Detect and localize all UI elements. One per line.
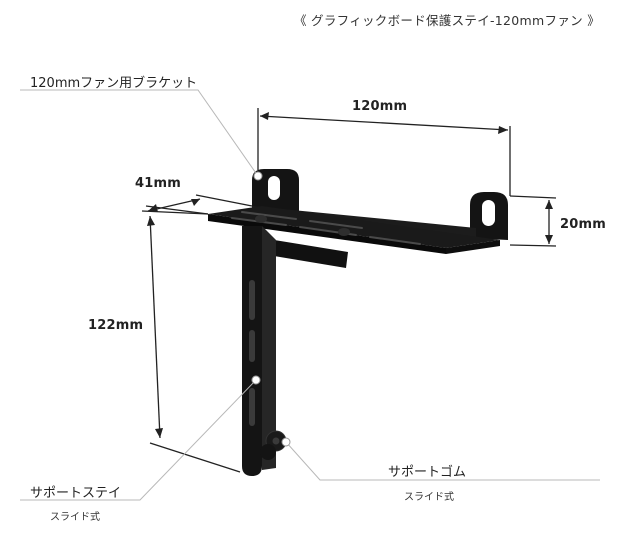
leader-lines: [20, 89, 600, 501]
dim-height-line: [149, 215, 161, 439]
label-support-stay: サポートステイ: [30, 486, 122, 501]
dim-width-line: [259, 115, 509, 131]
right-tab-slot: [482, 200, 495, 226]
leader-fan-bracket: [20, 89, 259, 177]
label-support-stay-sub: スライド式: [50, 512, 100, 523]
under-lip: [262, 238, 348, 268]
stay-side-face: [262, 226, 276, 470]
leader-support-rubber: [285, 441, 600, 481]
label-support-rubber-sub: スライド式: [404, 492, 454, 503]
label-support-rubber: サポートゴム: [388, 465, 467, 480]
dim-depth-label: 41mm: [135, 176, 181, 191]
stay-slots: [249, 280, 255, 426]
label-fan-bracket: 120mmファン用ブラケット: [30, 76, 198, 91]
dim-tab-label: 20mm: [560, 217, 606, 232]
leader-support-stay: [20, 379, 257, 501]
bracket-illustration: [208, 169, 508, 476]
dimension-lines: [141, 108, 557, 473]
plate-front-edge: [208, 214, 446, 254]
dimension-arrowheads: [147, 112, 553, 438]
plate-right-edge: [446, 240, 500, 254]
leader-dots: [251, 171, 291, 447]
left-tab-slot: [268, 176, 280, 200]
dim-width-label: 120mm: [352, 99, 408, 114]
support-rubber-foot-lower: [260, 444, 276, 460]
dim-height-label: 122mm: [88, 318, 144, 333]
plate-screw-right: [338, 228, 350, 236]
page-title: 《 グラフィックボード保護ステイ-120mmファン 》: [293, 13, 600, 28]
plate-screw-left: [255, 215, 267, 223]
